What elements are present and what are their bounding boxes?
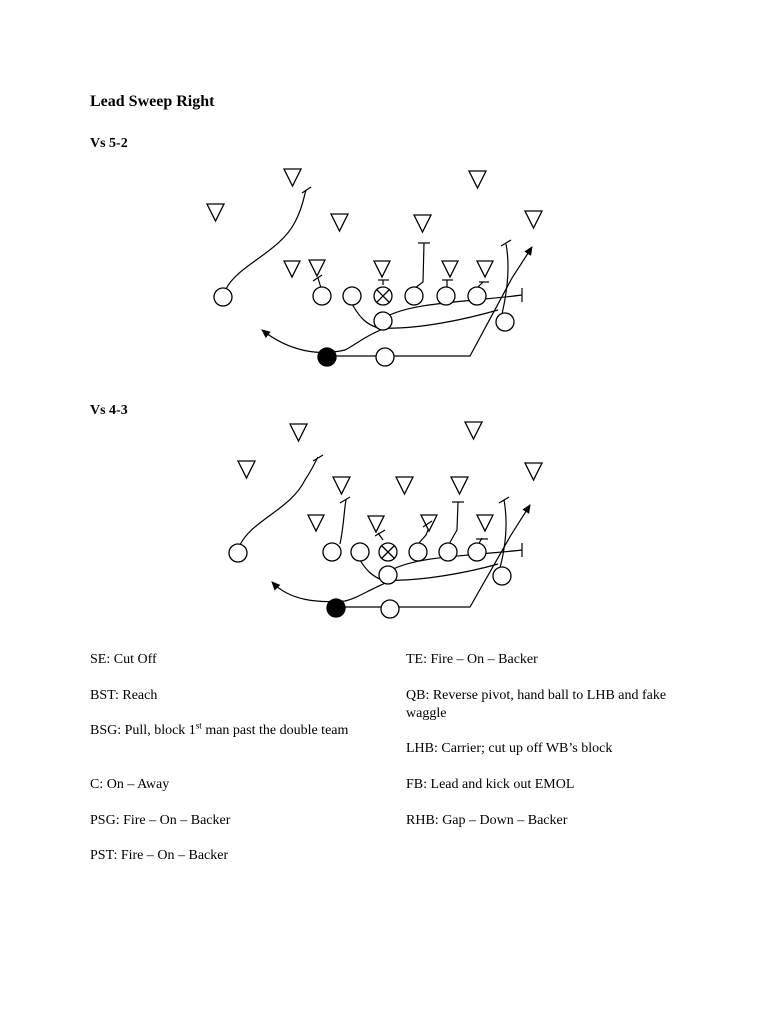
te-circle [468,287,486,305]
defender-triangle [207,204,224,221]
defender-triangle [284,169,301,186]
defender-triangle [331,214,348,231]
diagram-label-5-2: Vs 5-2 [90,136,128,151]
psg-circle [405,287,423,305]
rhb-circle [496,313,514,331]
te-circle [468,543,486,561]
defender-triangle [469,171,486,188]
defender-triangle [368,516,384,532]
defender-triangle [396,477,413,494]
assignment-lhb: LHB: Carrier; cut up off WB’s block [406,741,613,756]
assignment-pst: PST: Fire – On – Backer [90,848,229,863]
defender-triangle [442,261,458,277]
defender-triangle [238,461,255,478]
defender-triangle [477,515,493,531]
se-circle [229,544,247,562]
psg-circle [409,543,427,561]
assignment-c: C: On – Away [90,777,170,792]
fb-circle [376,348,394,366]
fb-circle [381,600,399,618]
defender-triangle [290,424,307,441]
defender-triangle [477,261,493,277]
bsg-circle [343,287,361,305]
defender-triangle [309,260,325,276]
defender-triangle [284,261,300,277]
pst-circle [439,543,457,561]
page-title: Lead Sweep Right [90,93,215,110]
rhb-circle [493,567,511,585]
assignment-bsg: BSG: Pull, block 1st man past the double… [90,720,349,738]
diagram-label-4-3: Vs 4-3 [90,403,128,418]
assignment-se: SE: Cut Off [90,652,157,667]
bst-circle [313,287,331,305]
pst-circle [437,287,455,305]
defender-triangle [525,463,542,480]
assignment-qb: QB: Reverse pivot, hand ball to LHB and … [406,688,667,721]
bsg-circle [351,543,369,561]
defender-triangle [465,422,482,439]
qb-circle [374,312,392,330]
defender-triangle [451,477,468,494]
assignment-te: TE: Fire – On – Backer [406,652,538,667]
bst-circle [323,543,341,561]
lhb-ball-carrier [318,348,336,366]
assignment-rhb: RHB: Gap – Down – Backer [406,813,568,828]
defender-triangle [414,215,431,232]
play-diagram-vs-5-2 [0,160,768,375]
assignment-bst: BST: Reach [90,688,158,703]
lhb-ball-carrier [327,599,345,617]
assignment-fb: FB: Lead and kick out EMOL [406,777,575,792]
se-circle [214,288,232,306]
defender-triangle [374,261,390,277]
defender-triangle [333,477,350,494]
play-diagram-vs-4-3 [0,415,768,625]
defender-triangle [525,211,542,228]
qb-circle [379,566,397,584]
assignment-psg: PSG: Fire – On – Backer [90,813,231,828]
defender-triangle [308,515,324,531]
